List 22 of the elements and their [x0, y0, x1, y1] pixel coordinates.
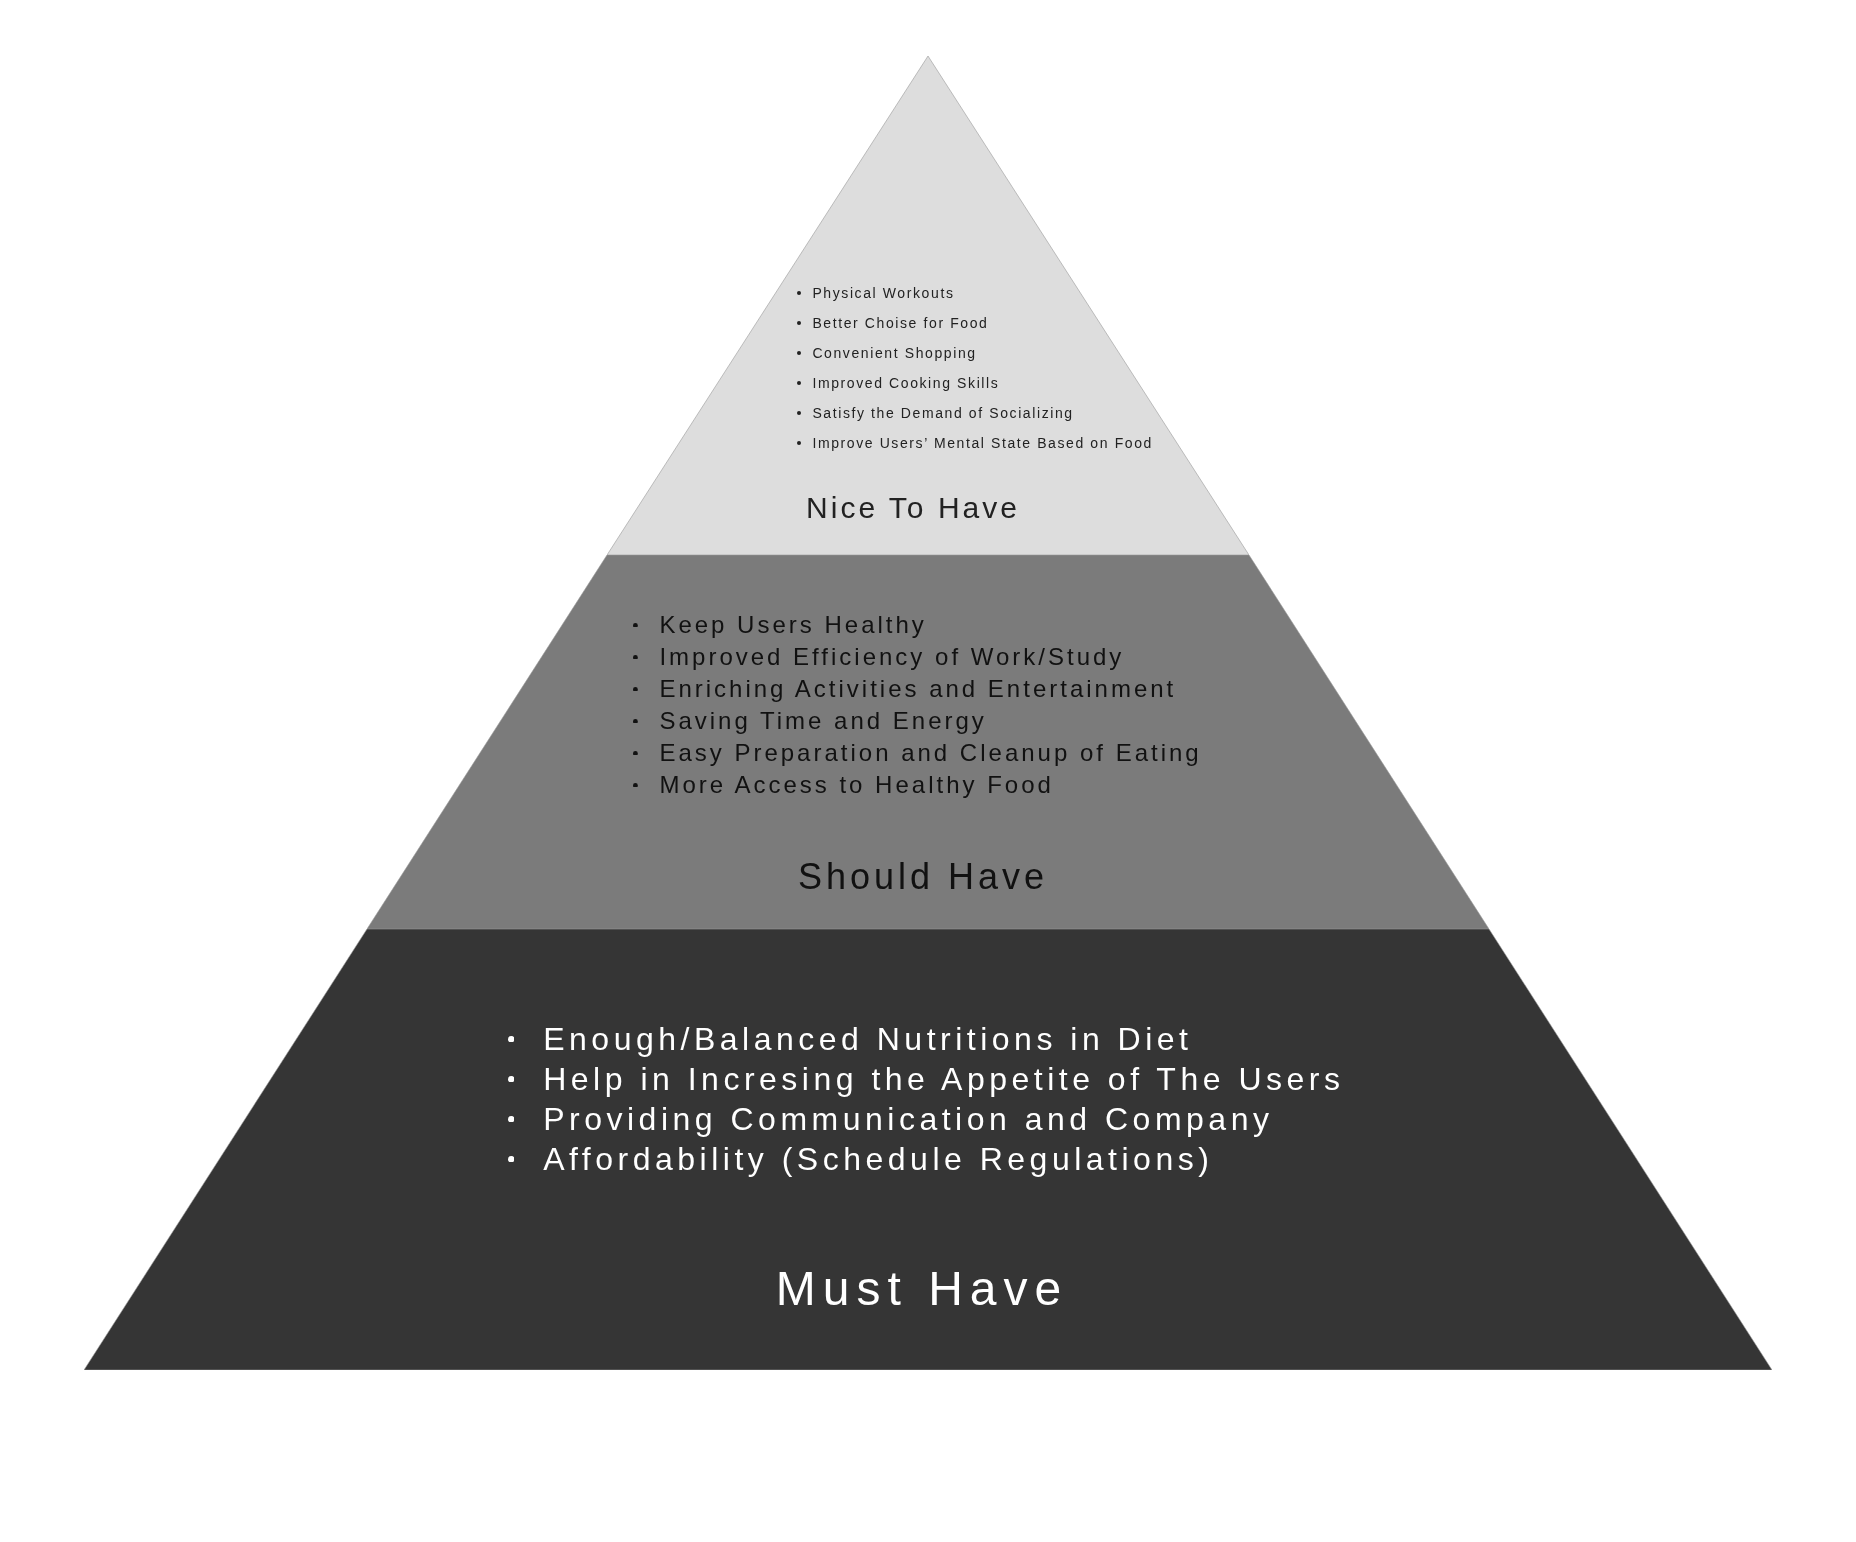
- tier-heading: Nice To Have: [806, 491, 1020, 525]
- pyramid-tier: [367, 555, 1489, 929]
- list-item-text: Affordability (Schedule Regulations): [543, 1141, 1214, 1177]
- list-item-text: Improve Users’ Mental State Based on Food: [812, 435, 1153, 451]
- list-item-text: Keep Users Healthy: [659, 611, 927, 638]
- tier-heading: Should Have: [797, 856, 1049, 898]
- list-item-text: Improved Cooking Skills: [812, 375, 1000, 391]
- list-item-text: Enriching Activities and Entertainment: [659, 675, 1177, 702]
- list-item-text: Enough/Balanced Nutritions in Diet: [543, 1021, 1193, 1057]
- list-item-text: Easy Preparation and Cleanup of Eating: [659, 739, 1202, 766]
- pyramid-tier: [607, 56, 1249, 555]
- list-item-text: Satisfy the Demand of Socializing: [812, 405, 1074, 421]
- tier-heading: Must Have: [775, 1261, 1069, 1316]
- list-item-text: Help in Incresing the Appetite of The Users: [543, 1061, 1345, 1097]
- list-item-text: Improved Efficiency of Work/Study: [659, 643, 1125, 670]
- list-item-text: Providing Communication and Company: [543, 1101, 1274, 1137]
- pyramid-tier: [84, 929, 1772, 1370]
- list-item-text: Physical Workouts: [812, 285, 955, 301]
- list-item-text: More Access to Healthy Food: [659, 771, 1054, 798]
- list-item-text: Better Choise for Food: [812, 315, 989, 331]
- list-item-text: Saving Time and Energy: [659, 707, 987, 734]
- list-item-text: Convenient Shopping: [812, 345, 977, 361]
